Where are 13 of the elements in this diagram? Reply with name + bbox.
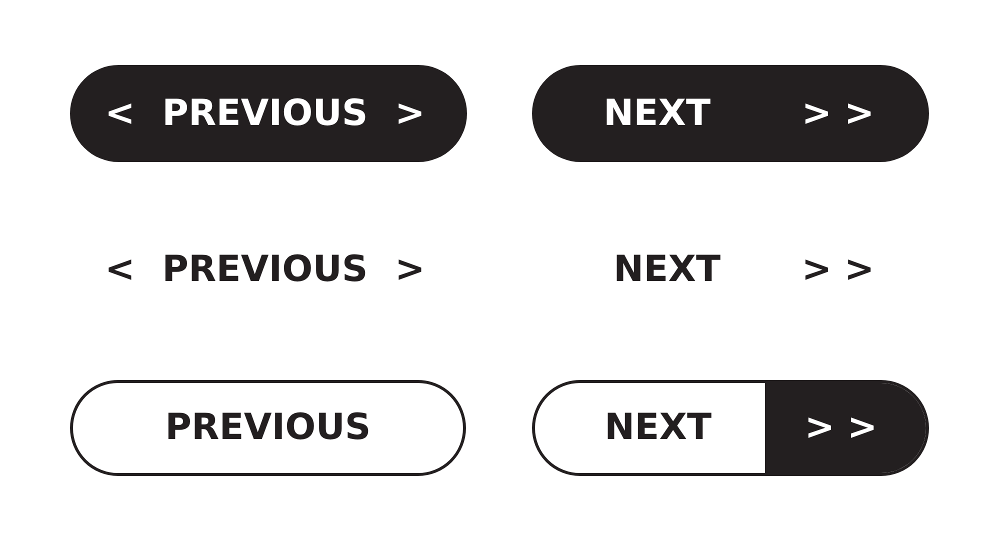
arrow-symbol: < [104,252,136,288]
button-text: NEXT [603,96,711,132]
arrow-symbol: > [394,252,426,288]
link-text: PREVIOUS [162,252,368,288]
button-text: PREVIOUS [165,410,371,446]
arrow-symbol: > [394,96,426,132]
button-text: NEXT [604,410,712,446]
link-text: NEXT [613,252,721,288]
arrow-symbol: > > [804,410,878,446]
arrow-symbol: < [104,96,136,132]
button-text: PREVIOUS [162,96,368,132]
arrow-symbol: > > [802,252,874,288]
arrow-symbol: > > [802,96,874,132]
